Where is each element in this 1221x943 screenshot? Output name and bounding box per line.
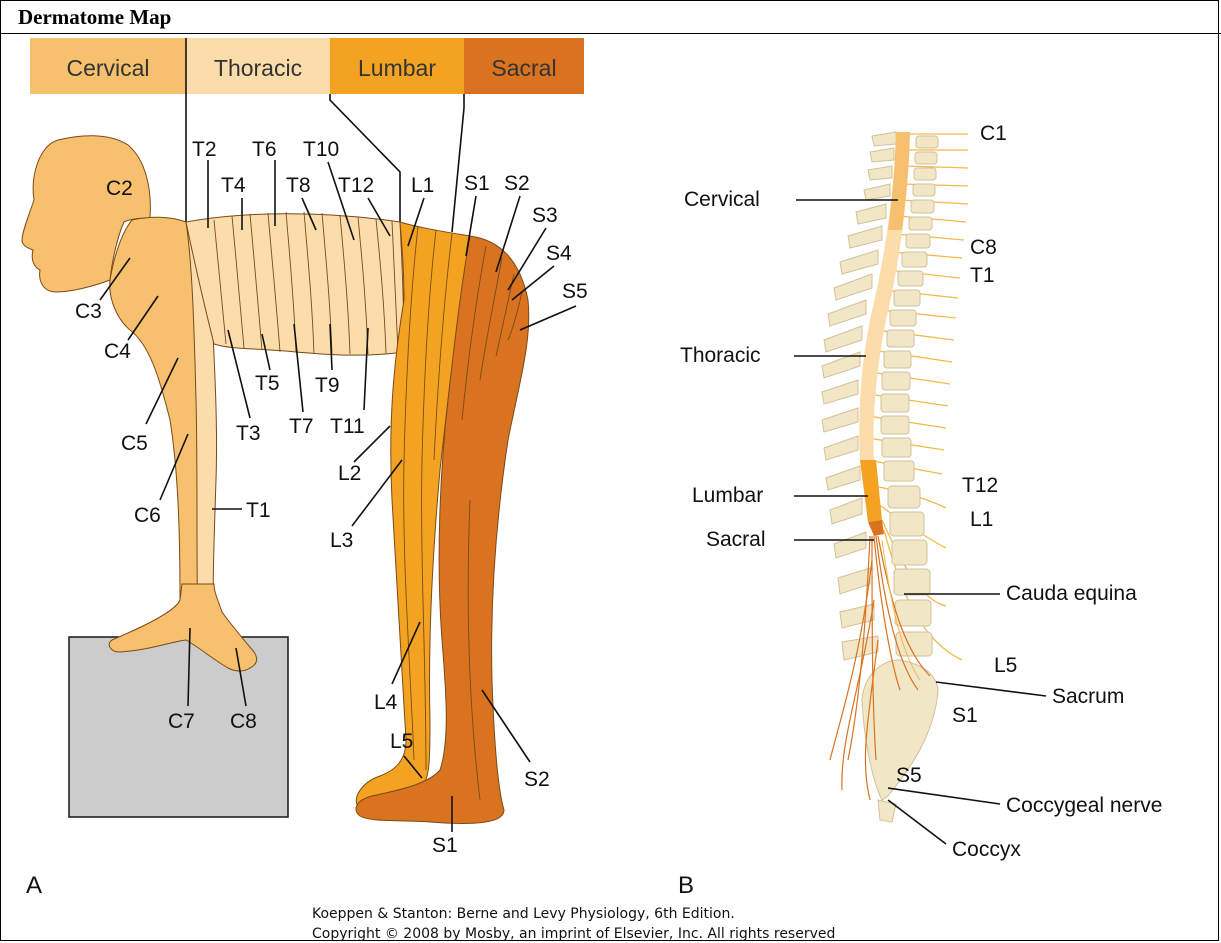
label-b-lumbar: Lumbar [692, 484, 763, 507]
label-b-t1: T1 [970, 264, 995, 287]
label-c8: C8 [230, 710, 257, 733]
label-t6: T6 [252, 138, 277, 161]
header-sacral-label: Sacral [491, 55, 556, 81]
panel-b-labels: C1 Cervical C8 T1 Thoracic T12 Lumbar L1… [680, 122, 1162, 861]
label-l4: L4 [374, 691, 398, 714]
panel-b-letter: B [678, 872, 694, 899]
header-thoracic-label: Thoracic [214, 55, 302, 81]
panel-a-letter: A [26, 872, 42, 899]
label-b-c1: C1 [980, 122, 1007, 145]
label-t8: T8 [286, 174, 311, 197]
thoracic-lumbar-divider [330, 94, 400, 226]
label-s2-leg: S2 [524, 768, 550, 791]
label-b-l1: L1 [970, 508, 993, 531]
label-t3: T3 [236, 422, 261, 445]
spinal-cord-lumbar [860, 460, 882, 522]
header-lumbar-label: Lumbar [358, 55, 436, 81]
label-s5: S5 [562, 280, 588, 303]
header-cervical-label: Cervical [66, 55, 149, 81]
label-l1: L1 [411, 174, 434, 197]
label-t12: T12 [338, 174, 374, 197]
label-b-sacrum: Sacrum [1052, 685, 1124, 708]
label-l2: L2 [338, 462, 361, 485]
label-b-t12: T12 [962, 474, 998, 497]
label-c7: C7 [168, 710, 195, 733]
label-t10: T10 [303, 138, 339, 161]
credit-line-2: Copyright © 2008 by Mosby, an imprint of… [312, 926, 835, 942]
spinal-cord-sacral [868, 520, 884, 536]
label-t7: T7 [289, 415, 314, 438]
label-c2: C2 [106, 177, 133, 200]
label-c6: C6 [134, 504, 161, 527]
label-b-coccygeal-nerve: Coccygeal nerve [1006, 794, 1162, 817]
label-c3: C3 [75, 300, 102, 323]
panel-a: Cervical Thoracic Lumbar Sacral [22, 38, 588, 899]
label-l3: L3 [330, 529, 353, 552]
label-t2: T2 [192, 138, 217, 161]
label-s3: S3 [532, 204, 558, 227]
lumbar-sacral-divider [452, 94, 464, 232]
label-t4: T4 [221, 174, 246, 197]
label-b-thoracic: Thoracic [680, 344, 761, 367]
label-l5: L5 [390, 730, 413, 753]
label-b-s1: S1 [952, 704, 978, 727]
label-c4: C4 [104, 340, 131, 363]
label-b-c8: C8 [970, 236, 997, 259]
label-t1: T1 [246, 499, 271, 522]
label-t9: T9 [315, 374, 340, 397]
label-c5: C5 [121, 432, 148, 455]
label-s1-top: S1 [464, 172, 490, 195]
label-b-coccyx: Coccyx [952, 838, 1021, 861]
label-t5: T5 [255, 372, 280, 395]
neck-shoulder [110, 217, 200, 630]
panel-b: C1 Cervical C8 T1 Thoracic T12 Lumbar L1… [678, 122, 1162, 899]
spinal-cord-cervical [888, 132, 910, 230]
label-t11: T11 [330, 415, 365, 438]
label-b-cauda-equina: Cauda equina [1006, 582, 1137, 605]
label-b-l5: L5 [994, 654, 1017, 677]
label-s4: S4 [546, 242, 572, 265]
label-b-s5: S5 [896, 764, 922, 787]
credit-line-1: Koeppen & Stanton: Berne and Levy Physio… [312, 906, 735, 922]
label-b-cervical: Cervical [684, 188, 760, 211]
label-s2-top: S2 [504, 172, 530, 195]
label-s1-foot: S1 [432, 834, 458, 857]
label-b-sacral: Sacral [706, 528, 766, 551]
